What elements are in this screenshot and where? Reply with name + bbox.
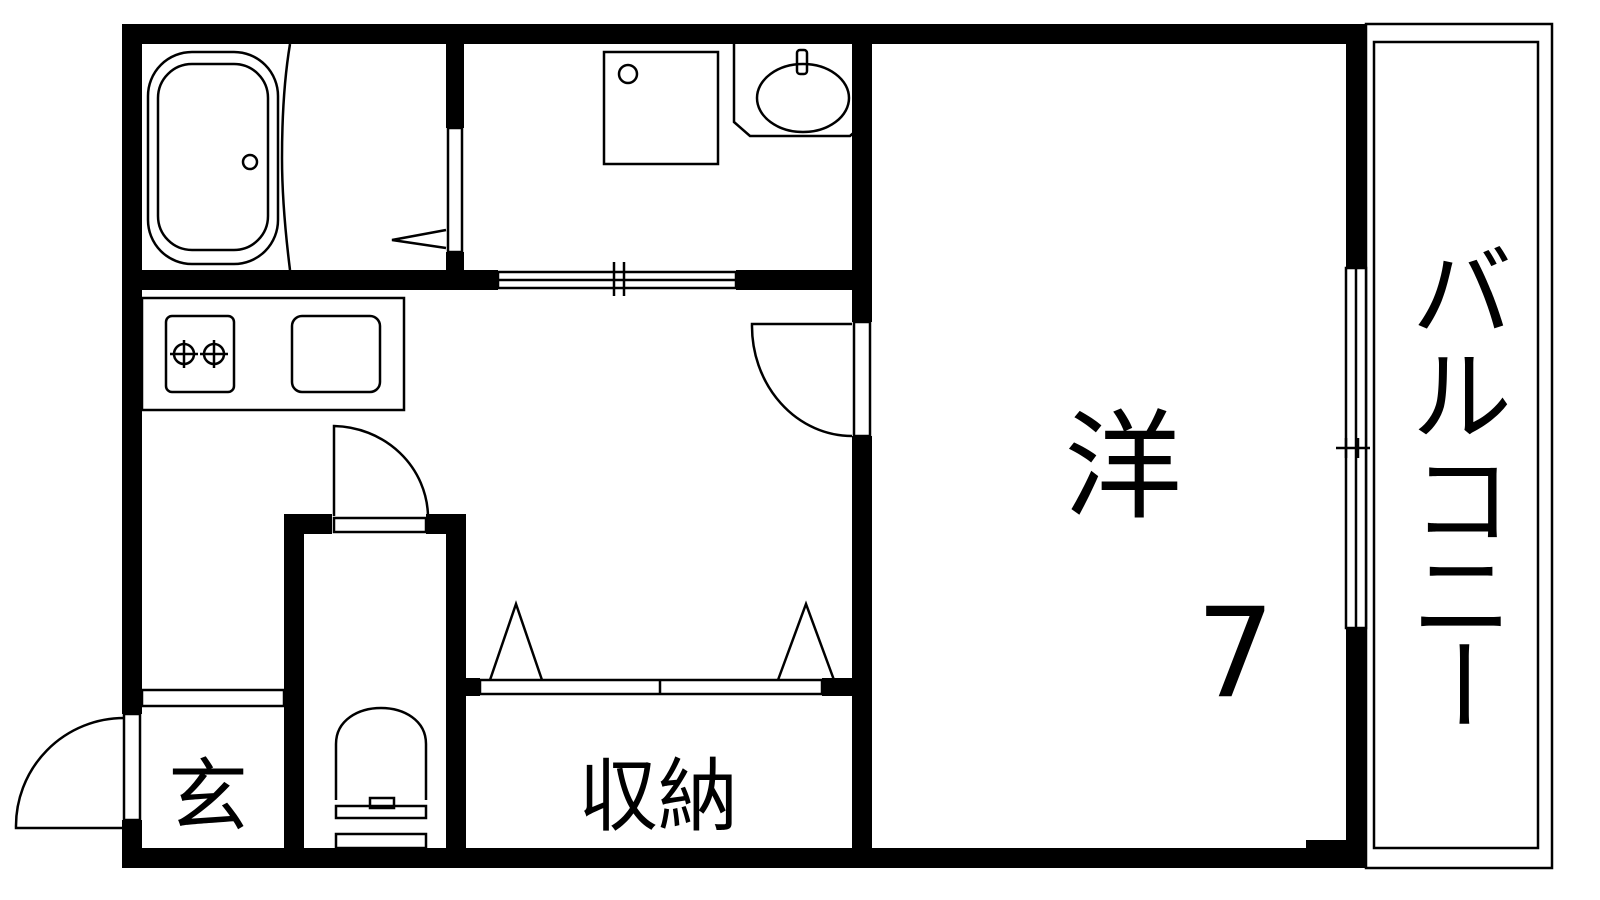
toilet-door xyxy=(332,424,430,534)
balcony-label: バ ル コ ニ ー xyxy=(1402,235,1519,734)
kitchen-sink-icon xyxy=(290,314,382,394)
washing-machine-pan-icon xyxy=(602,50,720,166)
bath-door xyxy=(391,126,464,254)
walls xyxy=(122,24,1366,868)
western-room-label: 洋 xyxy=(1064,398,1182,536)
western-room-size: 7 xyxy=(1196,582,1275,726)
toilet-icon xyxy=(334,706,428,850)
western-room-door xyxy=(750,320,872,438)
entrance-label: 玄 xyxy=(168,750,248,843)
balcony-label-char: ニ xyxy=(1412,539,1512,656)
balcony-label-char: ー xyxy=(1402,634,1519,734)
balcony-label-char: コ xyxy=(1412,443,1512,560)
entrance-door xyxy=(14,712,142,830)
bathtub-icon xyxy=(146,43,292,271)
entrance-step xyxy=(140,688,286,708)
kitchen-counter xyxy=(140,296,406,412)
balcony-label-char: バ xyxy=(1412,235,1512,352)
wash-sliding-door xyxy=(496,262,738,296)
balcony-label-char: ル xyxy=(1412,339,1512,456)
gas-stove-icon xyxy=(164,314,236,394)
storage-doors xyxy=(478,600,836,696)
wash-basin-icon xyxy=(732,44,868,138)
storage-label: 収納 xyxy=(578,750,738,843)
balcony-sliding-window xyxy=(1336,266,1370,630)
